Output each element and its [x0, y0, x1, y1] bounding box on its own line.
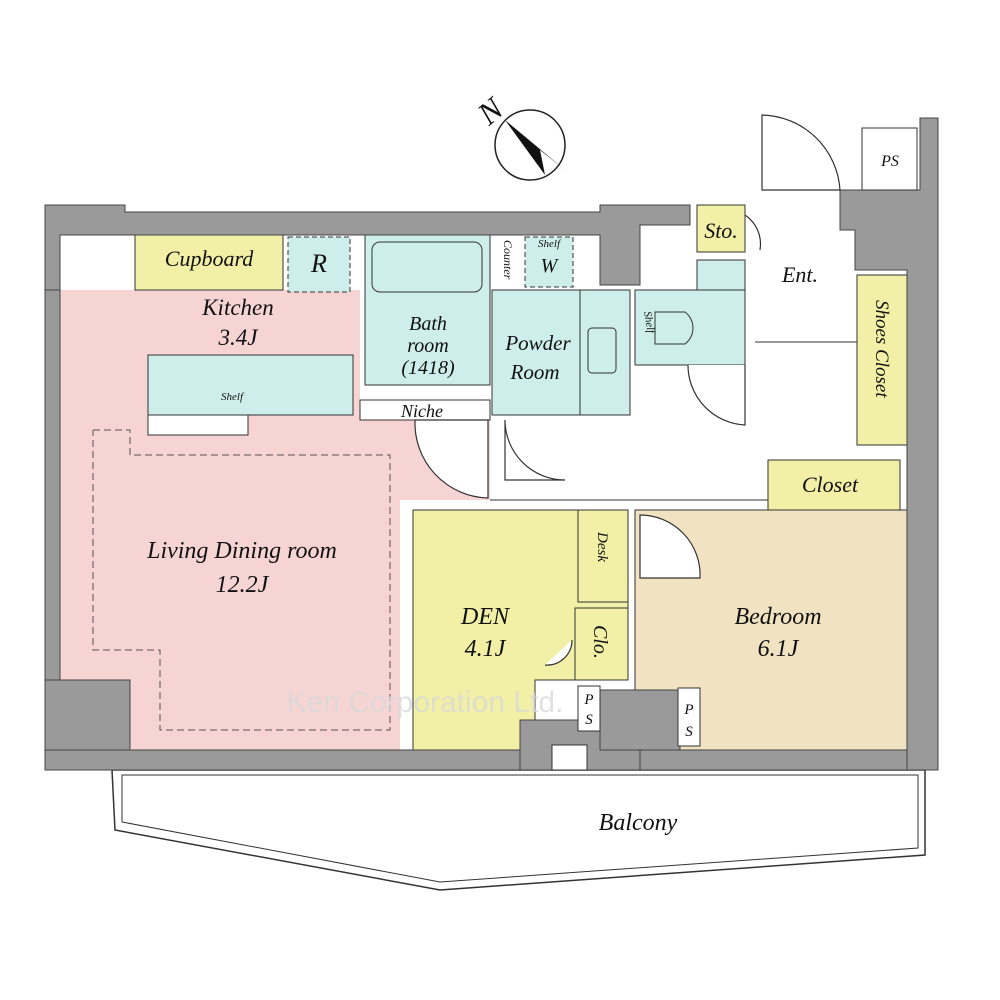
shoes-closet-label: Shoes Closet	[871, 300, 892, 398]
bathroom-label-2: room	[407, 335, 448, 357]
niche-label: Niche	[400, 401, 443, 421]
desk-label: Desk	[594, 531, 610, 562]
den-size: 4.1J	[465, 636, 507, 662]
ps-label: PS	[880, 153, 899, 170]
ps-label-s: S	[685, 724, 693, 740]
closet-label: Closet	[802, 472, 859, 497]
refrigerator-area	[287, 236, 351, 293]
den-closet-area	[574, 607, 629, 681]
counter-label: Counter	[501, 240, 515, 280]
kitchen-size: 3.4J	[218, 325, 260, 350]
cupboard-area	[134, 234, 284, 291]
cupboard-label: Cupboard	[165, 246, 254, 271]
washer-area	[524, 236, 574, 288]
walls	[44, 117, 939, 771]
living-dining-size: 12.2J	[216, 572, 270, 598]
ps-box	[577, 685, 601, 732]
living-dining-label: Living Dining room	[146, 538, 337, 564]
powder-room-label: Powder	[504, 331, 571, 355]
storage-area	[696, 204, 746, 253]
powder-room-area	[491, 289, 631, 416]
bathroom-area	[364, 234, 491, 386]
kitchen-counter	[147, 354, 354, 416]
entrance-label: Ent.	[781, 262, 818, 287]
balcony-label: Balcony	[599, 810, 678, 836]
ps-box	[677, 687, 701, 747]
den-closet-label: Clo.	[589, 625, 611, 659]
ps-label-s: S	[585, 712, 593, 728]
ps-box	[861, 127, 918, 191]
bathroom-label: Bath	[409, 313, 447, 335]
watermark: Ken Corporation Ltd.	[287, 686, 564, 719]
north-compass-icon	[494, 109, 566, 181]
toilet-area	[634, 289, 746, 366]
bathroom-size: (1418)	[401, 357, 455, 379]
washer-shelf-label: Shelf	[538, 238, 562, 250]
powder-room-label-2: Room	[510, 360, 560, 384]
closet-area	[767, 459, 901, 511]
desk-area	[577, 509, 629, 603]
bedroom-label: Bedroom	[734, 604, 821, 630]
kitchen-label: Kitchen	[201, 295, 274, 320]
ps-label-p: P	[683, 702, 693, 718]
kitchen-shelf-label: Shelf	[221, 391, 245, 403]
bedroom-size: 6.1J	[758, 636, 800, 662]
refrigerator-label: R	[310, 249, 327, 278]
storage-label: Sto.	[704, 218, 738, 243]
washer-label: W	[541, 255, 560, 277]
den-label: DEN	[460, 604, 511, 630]
ps-label-p: P	[583, 692, 593, 708]
shoes-closet-area	[856, 274, 910, 446]
toilet-shelf-label: Shelf	[641, 310, 657, 336]
balcony-area	[111, 769, 926, 891]
